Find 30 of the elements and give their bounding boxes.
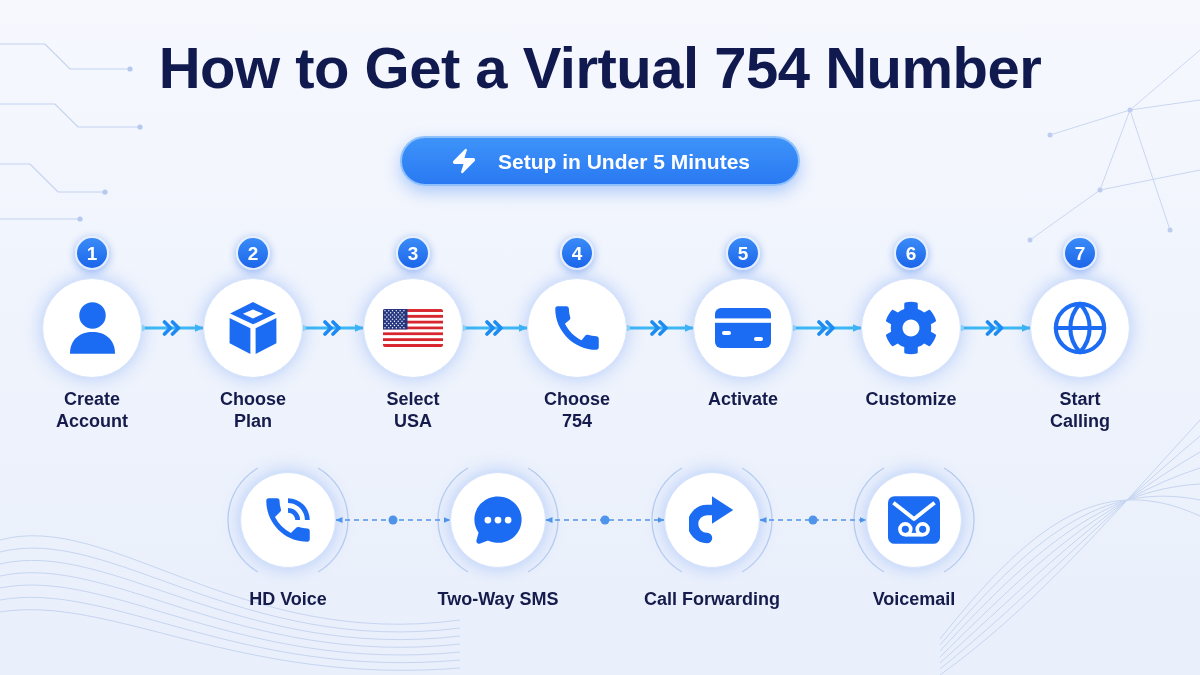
chevron-connector [303, 320, 363, 336]
step-label: Start Calling [1049, 388, 1111, 432]
step-label: Select USA [385, 388, 441, 432]
step-number: 2 [236, 236, 270, 270]
feature-label: HD Voice [249, 588, 327, 610]
chevron-connector [142, 320, 203, 336]
dashed-connector [759, 515, 867, 525]
chevron-connector [627, 320, 693, 336]
feature-label: Call Forwarding [644, 588, 780, 610]
setup-time-text: Setup in Under 5 Minutes [498, 150, 750, 172]
title: How to Get a Virtual 754 Number [158, 35, 1042, 101]
step-label: Create Account [55, 388, 129, 432]
step-number: 7 [1063, 236, 1097, 270]
chevron-connector [793, 320, 861, 336]
step-number: 4 [560, 236, 594, 270]
feature-label: Voicemail [872, 588, 956, 610]
step-label: Activate [708, 388, 778, 410]
step-label: Choose Plan [219, 388, 287, 432]
chevron-connector [961, 320, 1030, 336]
step-label: Choose 754 [543, 388, 611, 432]
dashed-connector [335, 515, 451, 525]
feature-label: Two-Way SMS [437, 588, 559, 610]
dashed-connector [545, 515, 665, 525]
step-label: Customize [865, 388, 957, 410]
step-number: 3 [396, 236, 430, 270]
highlight-pill [400, 136, 800, 186]
step-number: 5 [726, 236, 760, 270]
step-number: 1 [75, 236, 109, 270]
step-number: 6 [894, 236, 928, 270]
chevron-connector [463, 320, 527, 336]
